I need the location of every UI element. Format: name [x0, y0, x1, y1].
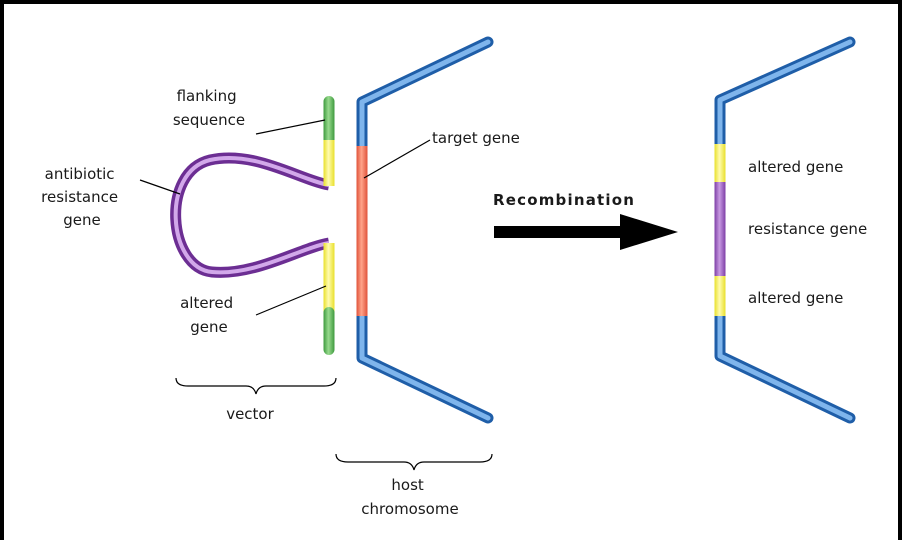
- altered-gene-top-segment: [714, 144, 726, 184]
- resistance-gene-label: resistance gene: [748, 220, 867, 238]
- flanking-sequence-bottom: [323, 307, 335, 355]
- altered-gene-top-vector: [323, 140, 335, 186]
- recombined-chromosome: [714, 36, 856, 424]
- resistance-gene-segment: [714, 182, 726, 278]
- vector-brace: [175, 377, 337, 395]
- host-chromosome-brace: [335, 453, 493, 471]
- host-chromosome-label: host chromosome: [361, 476, 458, 518]
- host-chromosome: [356, 36, 494, 424]
- altered-gene-top-label: altered gene: [748, 158, 843, 176]
- altered-gene-bottom-segment: [714, 276, 726, 316]
- altered-gene-bottom-vector: [323, 243, 335, 313]
- vector-label: vector: [226, 405, 274, 423]
- recombination-arrow: [494, 214, 678, 250]
- flanking-sequence-label: flanking sequence: [173, 87, 245, 129]
- target-gene-segment: [356, 146, 368, 316]
- altered-gene-bottom-label: altered gene: [748, 289, 843, 307]
- antibiotic-resistance-gene-label: antibiotic resistance gene: [41, 165, 123, 229]
- leader-lines: [139, 119, 431, 316]
- resistance-loop: [170, 152, 331, 278]
- recombination-label: Recombination: [493, 191, 635, 209]
- target-gene-label: target gene: [432, 129, 520, 147]
- altered-gene-vector-label: altered gene: [180, 294, 238, 336]
- flanking-sequence-top: [323, 96, 335, 146]
- vector: [170, 96, 335, 355]
